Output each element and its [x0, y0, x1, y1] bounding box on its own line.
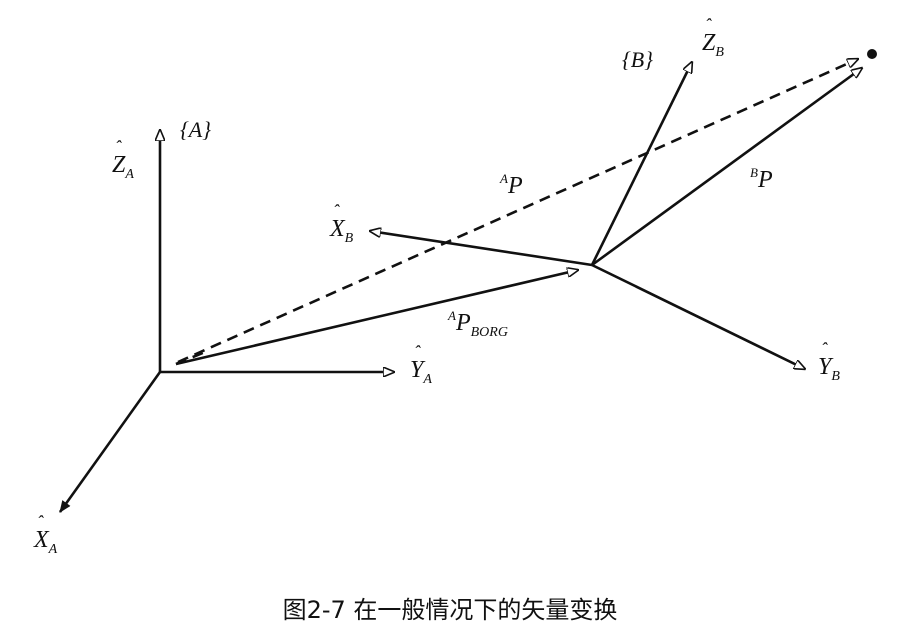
figure-caption: 图2-7 在一般情况下的矢量变换: [282, 596, 618, 624]
label-a-p-borg: APBORG: [447, 308, 508, 340]
frame-a-x-label: XA: [33, 527, 58, 557]
label-a-p: AP: [499, 171, 523, 199]
frame-b-z-hat: ˆ: [705, 15, 712, 35]
frame-b-z-label: ZB: [702, 30, 724, 60]
frame-b-x-label: XB: [329, 216, 354, 246]
vector-a-p-borg: [175, 270, 578, 366]
frame-a-z-hat: ˆ: [115, 137, 122, 157]
frame-b-z-axis: [590, 62, 692, 266]
frame-a-y-hat: ˆ: [414, 342, 421, 362]
point-p: [867, 49, 877, 59]
frame-b-name: {B}: [622, 47, 653, 72]
frame-b-x-axis: [370, 231, 593, 267]
vector-b-p: [591, 68, 862, 267]
frame-b-y-axis: [591, 263, 805, 369]
frame-a-z-label: ZA: [112, 152, 134, 182]
frame-a-y-label: YA: [410, 357, 432, 387]
vector-a-p-tail-marker: [175, 350, 206, 366]
frame-a-name: {A}: [180, 117, 211, 142]
frame-a-x-hat: ˆ: [37, 512, 44, 532]
label-b-p: BP: [750, 165, 773, 193]
frame-b-y-hat: ˆ: [821, 339, 828, 359]
frame-b-y-label: YB: [818, 354, 840, 384]
frame-a-x-axis: [58, 371, 162, 513]
vector-a-p: [177, 59, 858, 364]
frame-b-x-hat: ˆ: [333, 201, 340, 221]
